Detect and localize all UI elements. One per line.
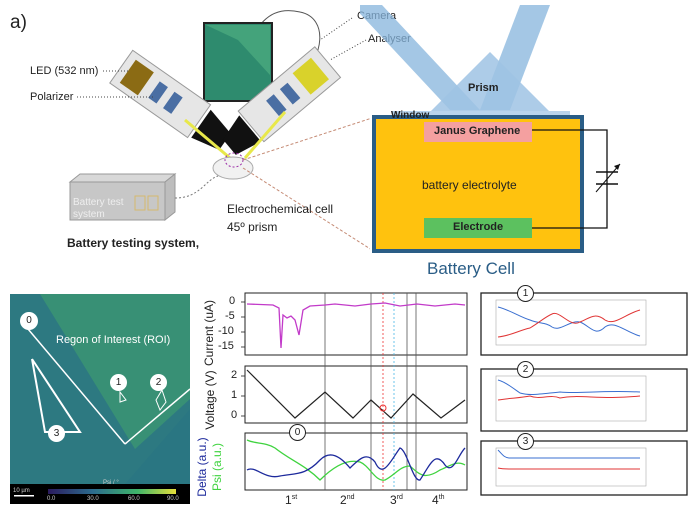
cycle-label-1: 1st: [285, 493, 298, 507]
voltage-tick-1: 1: [231, 389, 238, 401]
small-plot-1: [480, 292, 688, 356]
led-arm: [109, 49, 231, 150]
led-icon: [119, 59, 154, 96]
voltage-tick-0: 2: [231, 369, 238, 381]
plot-marker-0: 0: [289, 424, 306, 441]
battery-testing-system-label: Battery testing system,: [67, 236, 200, 250]
delta-psi-plot-frame: [244, 432, 468, 491]
delta-axis-label: Delta (a.u.): [195, 437, 209, 497]
window-label: Window: [391, 110, 430, 121]
small-plot-marker-3: 3: [517, 433, 534, 450]
camera-arm: [222, 46, 342, 155]
time-series-plots: [241, 292, 468, 491]
colorbar: [48, 489, 176, 494]
electrode-layer: [424, 218, 532, 238]
roi-marker-3: 3: [48, 425, 65, 442]
incident-beam: [360, 5, 480, 110]
voltage-trace: [246, 369, 466, 419]
setup-illustration: [68, 10, 370, 250]
battery-cell-title: Battery Cell: [427, 259, 515, 278]
roi-edge-line: [27, 328, 126, 445]
electrochemical-cell-label: Electrochemical cell: [227, 202, 334, 216]
psi-axis-label: Psi (a.u.): [210, 443, 224, 492]
delta-trace: [246, 447, 466, 481]
voltage-plot-frame: [244, 365, 468, 424]
colorbar-title: Psi / °: [103, 480, 119, 486]
scalebar: [14, 495, 34, 497]
cycle-label-2: 2nd: [340, 493, 355, 507]
roi-marker-2: 2: [150, 374, 167, 391]
current-tick-2: -10: [218, 325, 234, 337]
battery-box-text-1: Battery test: [73, 197, 124, 208]
janus-graphene-layer: [424, 122, 532, 142]
small-plot-3: [480, 440, 688, 496]
roi-label: Regon of Interest (ROI): [56, 334, 171, 346]
current-trace: [246, 302, 466, 349]
roi-marker-1: 1: [110, 374, 127, 391]
janus-graphene-label: Janus Graphene: [434, 125, 521, 137]
colorbar-tick-0: 0.0: [47, 496, 56, 502]
current-plot-frame: [244, 292, 468, 356]
colorbar-tick-2: 60.0: [128, 496, 140, 502]
led-label: LED (532 nm): [30, 65, 99, 77]
electrochemical-cell: [212, 156, 254, 180]
camera-icon: [292, 57, 329, 95]
battery-box-text-2: system: [73, 209, 105, 220]
current-tick-1: -5: [225, 310, 235, 322]
cycle-label-3: 3rd: [390, 493, 403, 507]
prism-label: Prism: [468, 82, 499, 94]
roi-marker-0: 0: [20, 312, 38, 330]
panel-label: a): [10, 12, 27, 33]
electrolyte-label: battery electrolyte: [422, 178, 517, 192]
voltage-marker: [379, 404, 387, 412]
voltage-tick-2: 0: [231, 409, 238, 421]
colorbar-tick-1: 30.0: [87, 496, 99, 502]
polarizer-label: Polarizer: [30, 91, 74, 103]
cycle-dividers: [324, 293, 417, 490]
prism: [430, 52, 550, 112]
prism-angle-label: 45º prism: [227, 220, 278, 234]
small-plot-2: [480, 368, 688, 432]
roi-image: [10, 294, 190, 504]
small-plot-marker-1: 1: [517, 285, 534, 302]
scalebar-label: 10 µm: [13, 488, 30, 494]
current-tick-0: 0: [229, 295, 236, 307]
psi-trace: [246, 439, 466, 481]
cycle-label-4: 4th: [432, 493, 445, 507]
battery-cell-diagram: [360, 5, 621, 253]
colorbar-tick-3: 90.0: [167, 496, 179, 502]
electrode-label: Electrode: [453, 221, 504, 233]
small-plot-marker-2: 2: [517, 361, 534, 378]
current-tick-3: -15: [218, 340, 234, 352]
battery-test-box: [69, 181, 166, 221]
